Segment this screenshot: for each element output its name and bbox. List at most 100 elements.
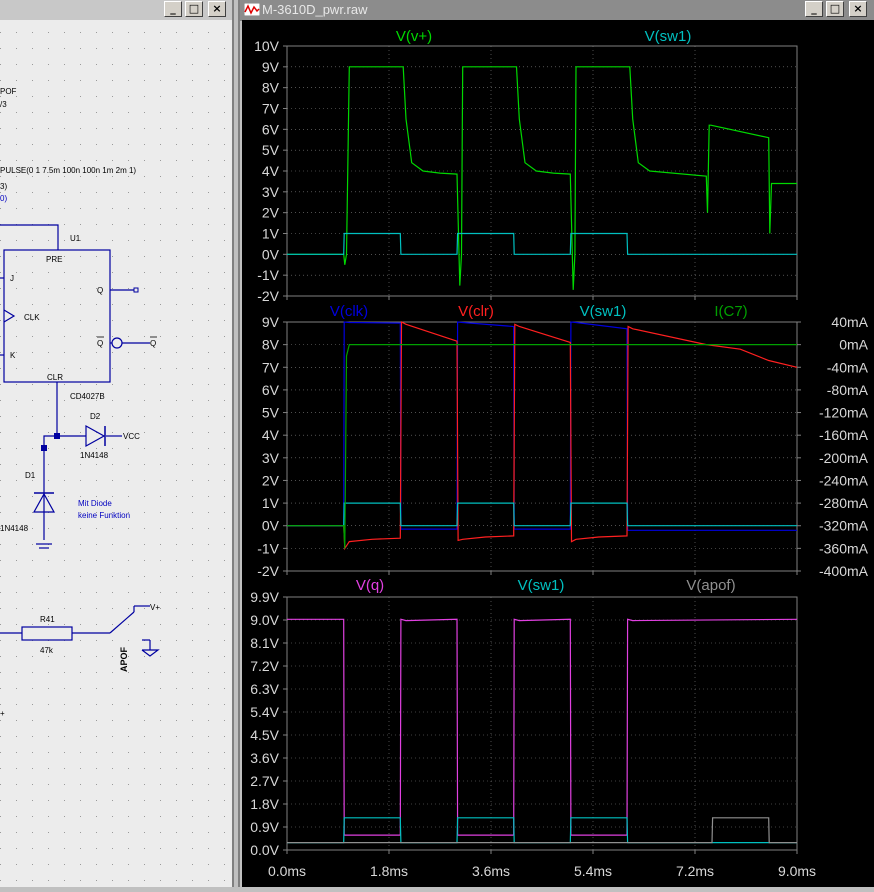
chart-pane-3: 9.9V9.0V8.1V7.2V6.3V5.4V4.5V3.6V2.7V1.8V… [250,577,798,858]
y-tick-label: -2V [257,563,279,579]
y-tick-label: 4V [262,427,280,443]
x-tick-label: 9.0ms [778,863,816,879]
y2-tick-label: 0mA [839,337,868,353]
series-line-v-v- [287,66,797,290]
d2-part-label: 1N4148 [80,451,109,460]
schematic-minimize-button[interactable]: _ [164,1,182,17]
pane-frame [286,596,798,851]
schematic-maximize-button[interactable]: □ [185,1,203,17]
pre-pin-label: PRE [46,255,62,264]
series-line-v-clk- [287,321,797,531]
y-tick-label: 5.4V [250,704,279,720]
y-tick-label: 4V [262,163,280,179]
y2-tick-label: -40mA [827,359,869,375]
waveform-titlebar: M-3610D_pwr.raw _ □ × [240,0,874,21]
diode-d1 [32,492,56,513]
clr-pin-label: CLR [47,373,63,382]
y-tick-label: 6V [262,382,280,398]
y-tick-label: 7V [262,101,280,117]
y2-tick-label: -200mA [819,450,869,466]
series-line-v-apof- [287,817,797,844]
waveform-title: M-3610D_pwr.raw [262,2,368,17]
y-tick-label: 2V [262,472,280,488]
series-legend-label: V(clk) [330,303,368,320]
y2-tick-label: -360mA [819,540,869,556]
y-tick-label: 8V [262,80,280,96]
y-tick-label: 5V [262,405,280,421]
x-tick-label: 0.0ms [268,863,306,879]
series-line-v-clr- [287,321,798,551]
series-line-v-sw1- [287,502,797,527]
y-tick-label: 2V [262,205,280,221]
y-tick-label: 7V [262,359,280,375]
y-tick-label: 9V [262,59,280,75]
y-tick-label: 0V [262,518,280,534]
vcc-label: VCC [123,432,140,441]
y-tick-label: 6.3V [250,681,279,697]
d1-part-label: 1N4148 [0,524,29,533]
waveform-maximize-button[interactable]: □ [826,1,844,17]
apof-net-label: APOF [119,646,129,672]
series-legend-label: V(sw1) [518,577,565,594]
d1-label: D1 [25,471,36,480]
y-tick-label: 7.2V [250,658,279,674]
y-tick-label: 2.7V [250,773,279,789]
y-tick-label: -2V [257,288,279,304]
plot-svg[interactable]: 10V9V8V7V6V5V4V3V2V1V0V-1V-2VV(v+)V(sw1)… [242,20,874,887]
clk-pin-label: CLK [24,313,40,322]
y2-tick-label: -160mA [819,427,869,443]
j-pin-label: J [10,274,14,283]
y-tick-label: 1.8V [250,796,279,812]
q-pin-label: Q [97,286,103,295]
y-tick-label: 0.0V [250,842,279,858]
y-tick-label: -1V [257,540,279,556]
cd4027b-label: CD4027B [70,392,105,401]
chart-pane-2: 9V8V7V6V5V4V3V2V1V0V-1V-2V40mA0mA-40mA-8… [257,303,868,579]
y-tick-label: 8V [262,337,280,353]
y2-tick-label: 40mA [831,314,868,330]
series-legend-label: V(q) [356,577,384,594]
pulse-source-label: PULSE(0 1 7.5m 100n 100n 1m 2m 1) [0,166,136,175]
y-tick-label: 8.1V [250,635,279,651]
diode-d2 [85,424,106,448]
schematic-canvas[interactable]: POF /3 PULSE(0 1 7.5m 100n 100n 1m 2m 1)… [0,20,232,887]
series-legend-label: V(clr) [458,303,494,320]
waveform-close-button[interactable]: × [849,1,867,17]
series-line-v-sw1- [287,232,797,255]
y-tick-label: -1V [257,267,279,283]
fraction-label: /3 [0,100,7,109]
y2-tick-label: -80mA [827,382,869,398]
schematic-close-button[interactable]: × [208,1,226,17]
qbar-pin-label: Q [97,339,103,348]
schematic-window: _ □ × POF /3 PULSE(0 1 7.5m 100n 100n 1m… [0,0,234,887]
qbar-net-label: Q [150,339,156,348]
series-legend-label: I(C7) [714,303,747,320]
y2-tick-label: -400mA [819,563,869,579]
d2-label: D2 [90,412,101,421]
paren-label-2: 0) [0,194,7,203]
junction-dot-2 [41,445,47,451]
schematic-titlebar: _ □ × [0,0,232,21]
series-legend-label: V(sw1) [580,303,627,320]
k-pin-label: K [10,351,16,360]
r41-label: R41 [40,615,55,624]
u1-label: U1 [70,234,81,243]
y-tick-label: 3V [262,184,280,200]
pane-frame [286,321,798,572]
vplus-label: V+ [150,603,160,612]
note-line-1: Mit Diode [78,499,112,508]
waveform-minimize-button[interactable]: _ [805,1,823,17]
y2-tick-label: -240mA [819,472,869,488]
y-tick-label: 9.9V [250,589,279,605]
stray-mark: + [0,709,5,718]
y-tick-label: 3.6V [250,750,279,766]
x-tick-label: 7.2ms [676,863,714,879]
y2-tick-label: -120mA [819,405,869,421]
y-tick-label: 0V [262,246,280,262]
series-line-i-c7- [287,344,797,549]
y-tick-label: 3V [262,450,280,466]
y-tick-label: 4.5V [250,727,279,743]
